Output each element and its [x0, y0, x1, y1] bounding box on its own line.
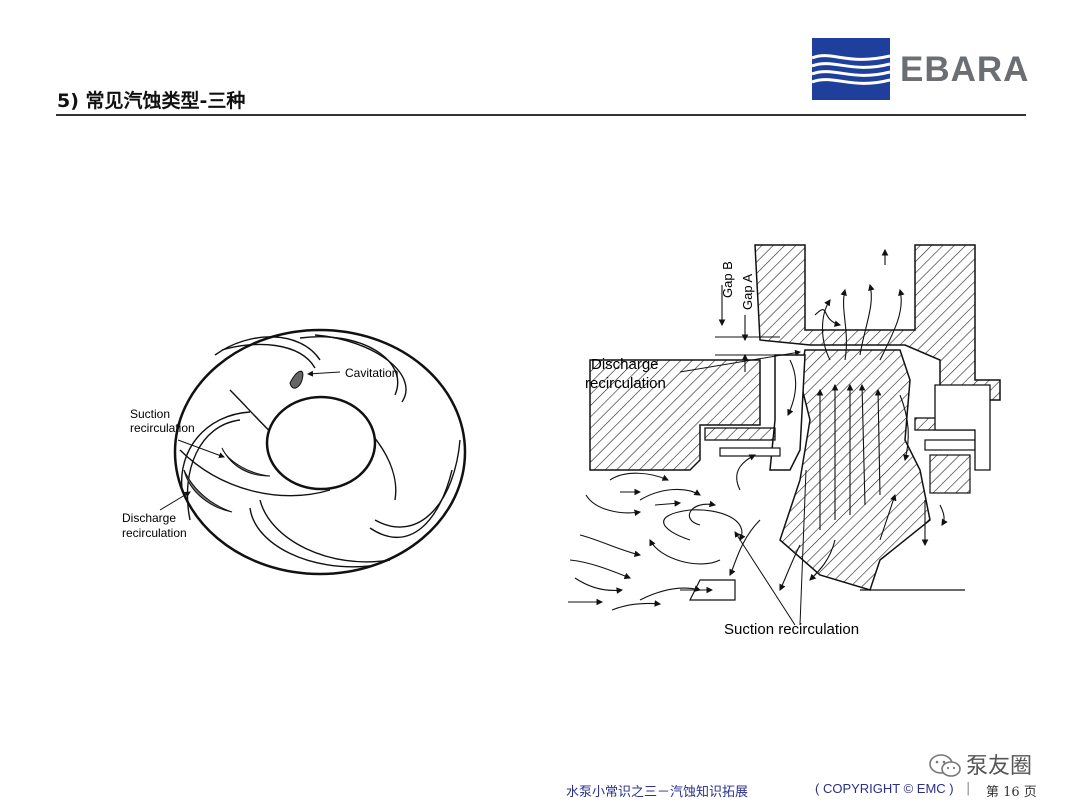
label-discharge-recirc-2: recirculation — [122, 526, 187, 540]
impeller-cross-section: Gap B Gap A Discharge recirculation Suct… — [568, 244, 1001, 638]
footer-page-number: 第 16 页 — [986, 785, 1037, 800]
footer-copyright: ( COPYRIGHT © EMC ) — [815, 781, 954, 796]
label-discharge-recirc-r2: recirculation — [585, 375, 666, 392]
label-suction-recirc-r: Suction recirculation — [724, 621, 859, 638]
wechat-icon — [929, 754, 961, 777]
label-cavitation: Cavitation — [345, 366, 398, 380]
label-gap-a: Gap A — [740, 274, 755, 310]
label-gap-b: Gap B — [720, 261, 735, 298]
impeller-front-view: Cavitation Suction recirculation Dischar… — [122, 328, 467, 576]
label-suction-recirc-2: recirculation — [130, 421, 195, 435]
label-discharge-recirc-1: Discharge — [122, 511, 176, 525]
footer-separator: | — [966, 781, 971, 796]
label-suction-recirc-1: Suction — [130, 407, 170, 421]
ebara-logo-icon — [812, 38, 891, 100]
label-discharge-recirc-r1: Discharge — [591, 356, 659, 373]
logo-text: EBARA — [900, 50, 1030, 89]
watermark-text: 泵友圈 — [966, 754, 1033, 779]
title-divider — [56, 114, 1026, 116]
footer-series-title: 水泵小常识之三－汽蚀知识拓展 — [566, 785, 749, 800]
page-title: 5) 常见汽蚀类型-三种 — [57, 90, 246, 112]
